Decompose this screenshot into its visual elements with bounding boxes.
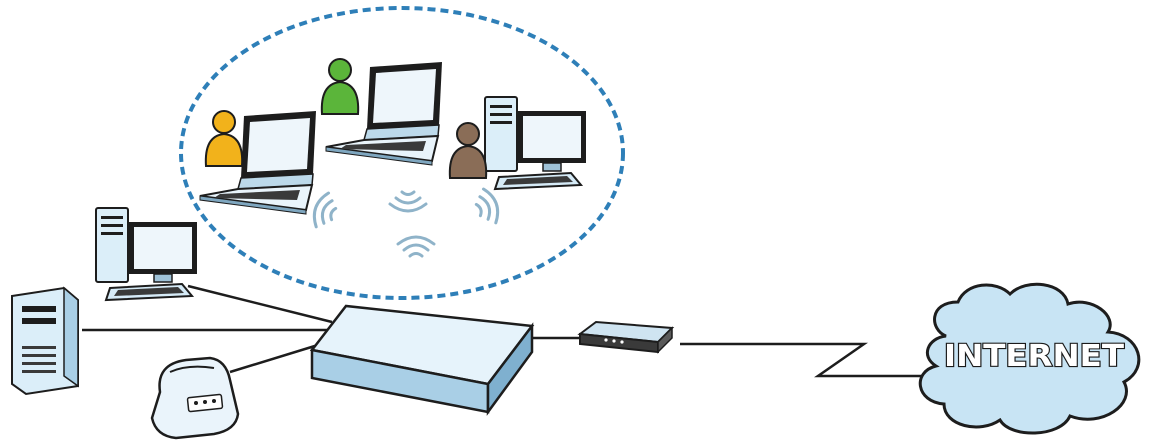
user-icon (448, 122, 488, 179)
desktop-pc-icon (95, 207, 198, 301)
wireless-group-boundary (179, 6, 625, 300)
wireless-signal-icon (388, 190, 428, 213)
server-tower-icon (11, 286, 79, 396)
wireless-signal-icon (470, 185, 504, 229)
connection-lines (82, 284, 932, 378)
wireless-signal-icon (308, 189, 342, 233)
printer-icon (150, 356, 240, 440)
user-icon (204, 110, 244, 167)
desktop-pc-icon (484, 96, 587, 190)
network-switch-icon (309, 304, 535, 416)
cloud-icon: INTERNET (918, 282, 1141, 435)
modem-icon (577, 320, 675, 354)
cloud-label: INTERNET (944, 339, 1125, 374)
user-icon (320, 58, 360, 115)
wireless-signal-icon (396, 235, 436, 258)
